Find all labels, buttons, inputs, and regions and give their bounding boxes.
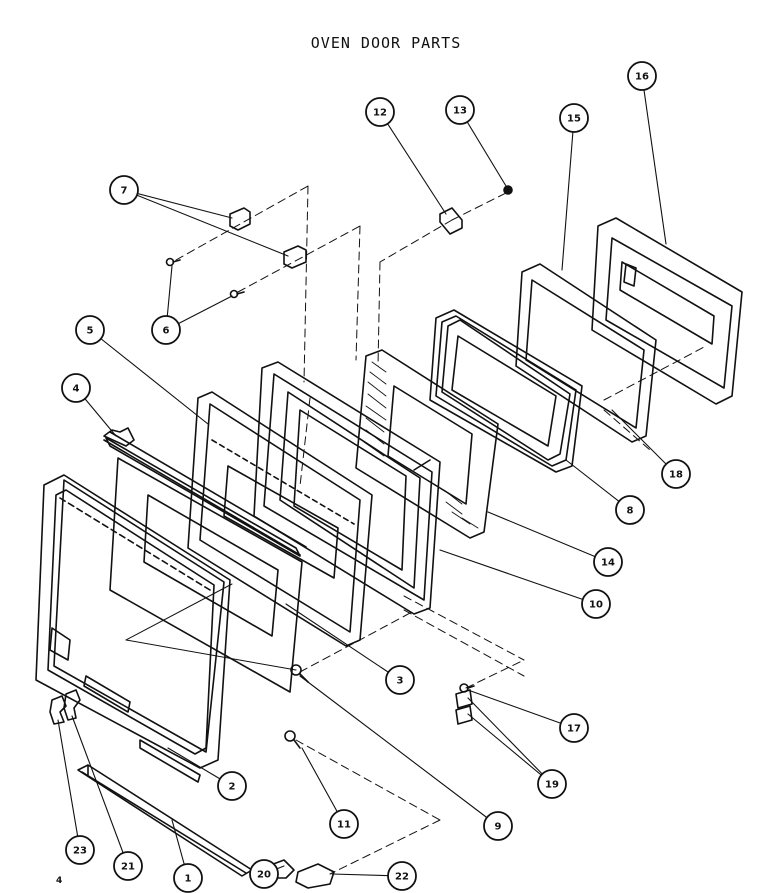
callout-circle xyxy=(593,547,623,577)
callout-circle xyxy=(559,713,589,743)
callout-9: 9 xyxy=(483,811,513,841)
assembly-lines-solid xyxy=(125,583,297,671)
part-8-glass-pack xyxy=(429,309,583,473)
callout-18: 18 xyxy=(661,459,691,489)
part-16-outer-panel xyxy=(591,217,743,405)
part-2-outer-frame xyxy=(35,474,231,783)
callout-circle xyxy=(173,863,203,893)
part-5-door-liner xyxy=(187,391,373,647)
callout-circle xyxy=(581,589,611,619)
callout-2: 2 xyxy=(217,771,247,801)
part-4-top-channel xyxy=(103,427,301,557)
callout-circle xyxy=(615,495,645,525)
callout-4: 4 xyxy=(61,373,91,403)
diagram-title: OVEN DOOR PARTS xyxy=(310,34,462,52)
part-10-inner-frame xyxy=(253,361,441,615)
callout-19: 19 xyxy=(537,769,567,799)
callout-label: 15 xyxy=(567,114,581,125)
callout-1: 1 xyxy=(173,863,203,893)
callout-10: 10 xyxy=(581,589,611,619)
callout-label: 17 xyxy=(567,724,581,735)
callout-11: 11 xyxy=(329,809,359,839)
callout-label: 13 xyxy=(453,106,467,117)
callout-13: 13 xyxy=(445,95,475,125)
callout-circle xyxy=(75,315,105,345)
callout-circle xyxy=(385,665,415,695)
part-11-stud xyxy=(284,730,301,749)
part-6-screws xyxy=(165,257,245,299)
callout-12: 12 xyxy=(365,97,395,127)
callout-21: 21 xyxy=(113,851,143,881)
callout-22: 22 xyxy=(387,861,417,891)
part-23-spring xyxy=(49,695,67,725)
callout-circle xyxy=(387,861,417,891)
callout-label: 9 xyxy=(495,822,502,833)
callout-circle xyxy=(329,809,359,839)
part-21-spring xyxy=(63,689,81,721)
callout-label: 20 xyxy=(257,870,271,881)
callout-label: 19 xyxy=(545,780,559,791)
callout-label: 2 xyxy=(229,782,236,793)
callout-label: 3 xyxy=(397,676,404,687)
callout-label: 7 xyxy=(121,186,128,197)
callout-circle xyxy=(65,835,95,865)
part-7-brackets xyxy=(229,207,307,269)
callout-label: 4 xyxy=(73,384,80,395)
callout-16: 16 xyxy=(627,61,657,91)
callout-label: 8 xyxy=(627,506,634,517)
page-number: 4 xyxy=(56,876,63,886)
callout-23: 23 xyxy=(65,835,95,865)
callout-label: 23 xyxy=(73,846,87,857)
callout-circle xyxy=(365,97,395,127)
callout-label: 11 xyxy=(337,820,351,831)
callout-circle xyxy=(661,459,691,489)
part-15-glass-frame xyxy=(515,263,657,443)
callout-circle xyxy=(537,769,567,799)
callout-circle xyxy=(109,175,139,205)
callout-label: 18 xyxy=(669,470,683,481)
callout-3: 3 xyxy=(385,665,415,695)
callout-7: 7 xyxy=(109,175,139,205)
callout-label: 10 xyxy=(589,600,603,611)
callout-circle xyxy=(151,315,181,345)
part-14-insulation xyxy=(355,349,499,539)
callout-circle xyxy=(445,95,475,125)
callout-label: 12 xyxy=(373,108,387,119)
part-13-screw xyxy=(503,185,513,195)
part-19-hinge-blocks xyxy=(455,689,473,725)
callout-14: 14 xyxy=(593,547,623,577)
callout-circle xyxy=(627,61,657,91)
callout-8: 8 xyxy=(615,495,645,525)
callout-label: 22 xyxy=(395,872,409,883)
callout-circle xyxy=(483,811,513,841)
part-22-spring xyxy=(295,863,335,889)
callout-label: 6 xyxy=(163,326,170,337)
callout-label: 1 xyxy=(185,874,192,885)
callout-5: 5 xyxy=(75,315,105,345)
part-12-clip xyxy=(439,207,463,235)
assembly-lines xyxy=(175,185,707,875)
callout-label: 21 xyxy=(121,862,135,873)
callout-circle xyxy=(249,859,279,889)
callout-circle xyxy=(61,373,91,403)
callout-label: 14 xyxy=(601,558,615,569)
callout-20: 20 xyxy=(249,859,279,889)
callout-circle xyxy=(559,103,589,133)
callout-circle xyxy=(217,771,247,801)
part-3-inner-panel xyxy=(103,431,307,693)
callout-6: 6 xyxy=(151,315,181,345)
callout-circle xyxy=(113,851,143,881)
callout-17: 17 xyxy=(559,713,589,743)
callout-label: 16 xyxy=(635,72,649,83)
callout-label: 5 xyxy=(87,326,94,337)
callout-15: 15 xyxy=(559,103,589,133)
